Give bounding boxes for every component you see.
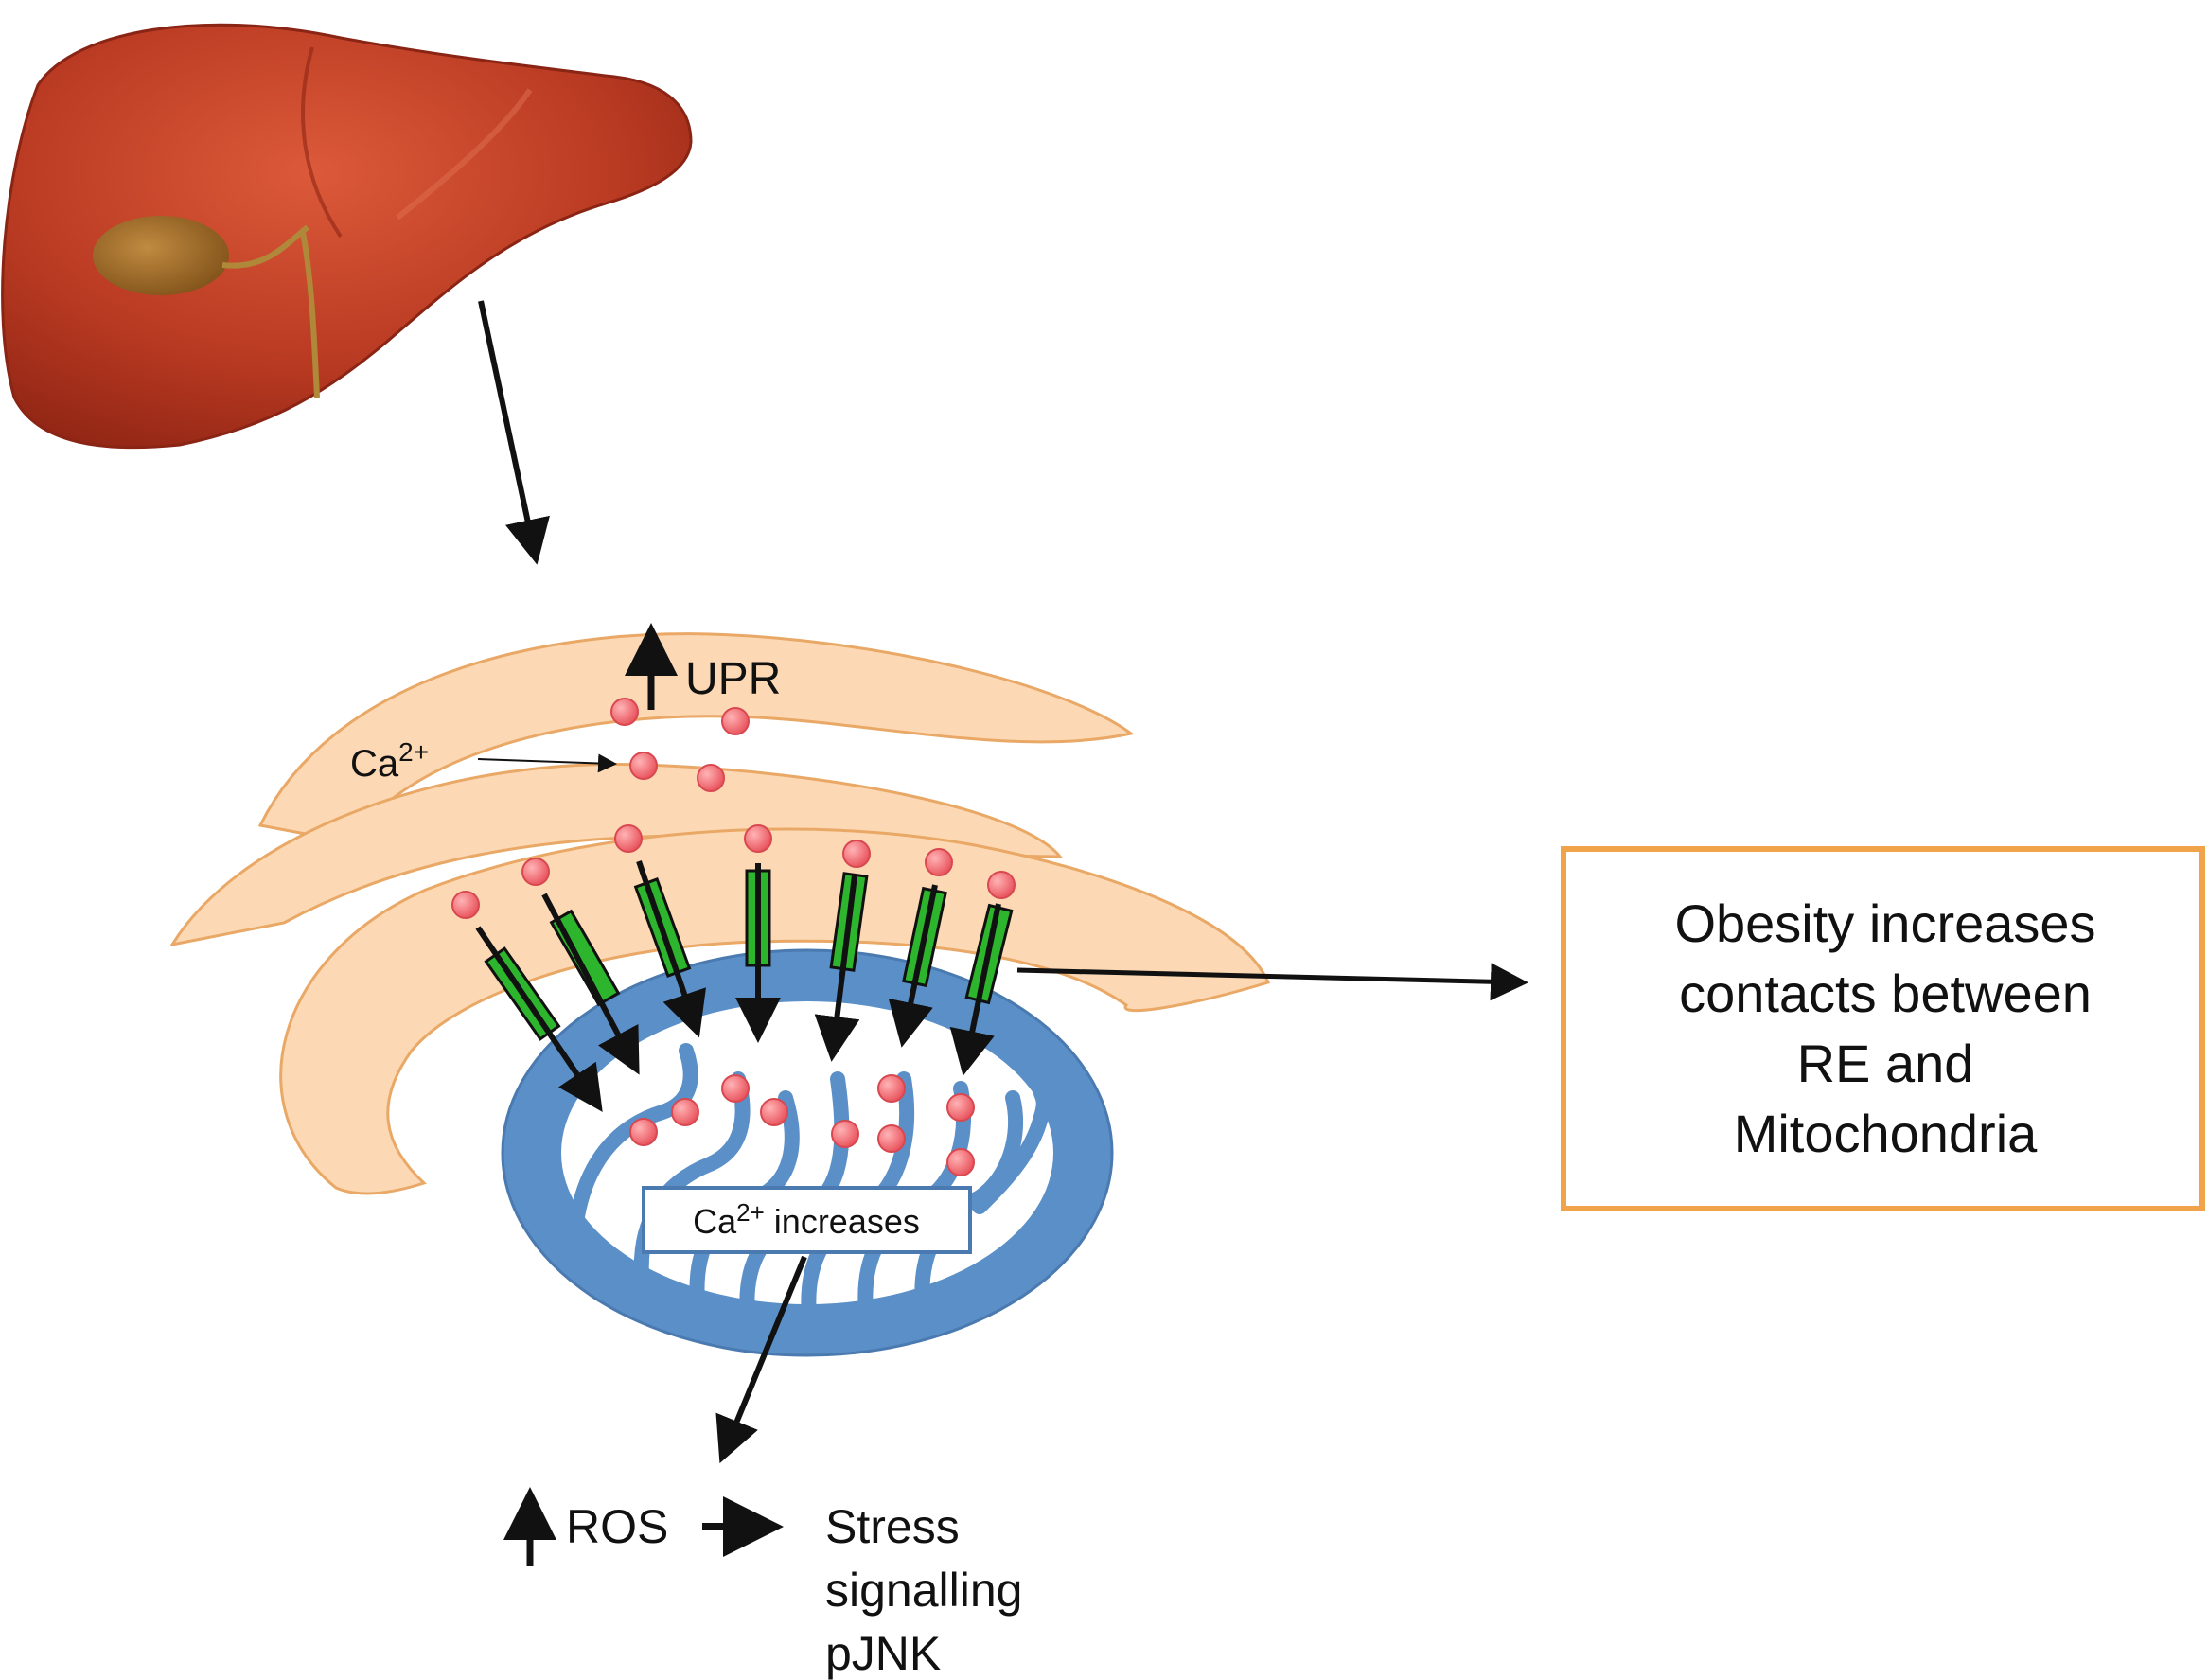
calcium-ion [842, 840, 871, 868]
calcium-flux-arrow [541, 893, 640, 1075]
obesity-line-3: RE and [1796, 1034, 1974, 1093]
calcium-ion [946, 1093, 975, 1122]
obesity-info-text: Obesity increases contacts between RE an… [1563, 849, 2207, 1209]
mitochondrion [501, 948, 1114, 1357]
calcium-ion [451, 891, 480, 919]
calcium-ion [877, 1074, 906, 1103]
obesity-info-box [1561, 846, 2205, 1211]
calcium-flux-arrow [636, 860, 707, 1038]
calcium-ion [744, 824, 772, 853]
liver-to-er-arrow [478, 300, 550, 565]
calcium-increases-label: Ca2+ increases [693, 1198, 920, 1241]
calcium-ion [987, 871, 1016, 899]
calcium-ion [721, 707, 750, 735]
endoplasmic-reticulum [168, 632, 1271, 1195]
gallbladder [93, 216, 229, 295]
calcium-ion [629, 752, 658, 780]
stress-signalling-label: Stress signalling pJNK [825, 1500, 1035, 1680]
calcium-ion [721, 1074, 750, 1103]
calcium-ion [610, 698, 639, 726]
calcium-flux-arrow [814, 875, 860, 1062]
mito-to-ros-arrow [715, 1255, 807, 1464]
calcium-label: Ca2+ [350, 737, 429, 785]
calcium-ion [671, 1098, 699, 1126]
calcium-increases-box [642, 1186, 972, 1254]
ros-label: ROS [566, 1500, 668, 1553]
calcium-ion [946, 1148, 975, 1176]
calcium-ion [877, 1124, 906, 1153]
calcium-flux-arrow [949, 903, 1001, 1076]
calcium-ion [697, 764, 725, 792]
calcium-flux-arrow [475, 926, 603, 1112]
calcium-flux-arrows [475, 860, 1001, 1112]
calcium-ion [629, 1118, 658, 1146]
calcium-ion [925, 848, 953, 876]
liver-illustration [1, 23, 693, 450]
calcium-ion [521, 858, 550, 886]
calcium-ion [614, 824, 643, 853]
upr-label: UPR [685, 654, 781, 704]
obesity-line-2: contacts between [1679, 964, 2092, 1023]
obesity-line-1: Obesity increases [1674, 893, 2096, 953]
calcium-ion [760, 1098, 788, 1126]
calcium-flux-arrow [888, 884, 938, 1048]
obesity-line-4: Mitochondria [1733, 1104, 2038, 1163]
contacts-to-box-arrow [1016, 963, 1528, 1001]
calcium-ions [451, 698, 1016, 1176]
calcium-ion [831, 1120, 859, 1148]
calcium-pointer-arrow [477, 753, 617, 773]
